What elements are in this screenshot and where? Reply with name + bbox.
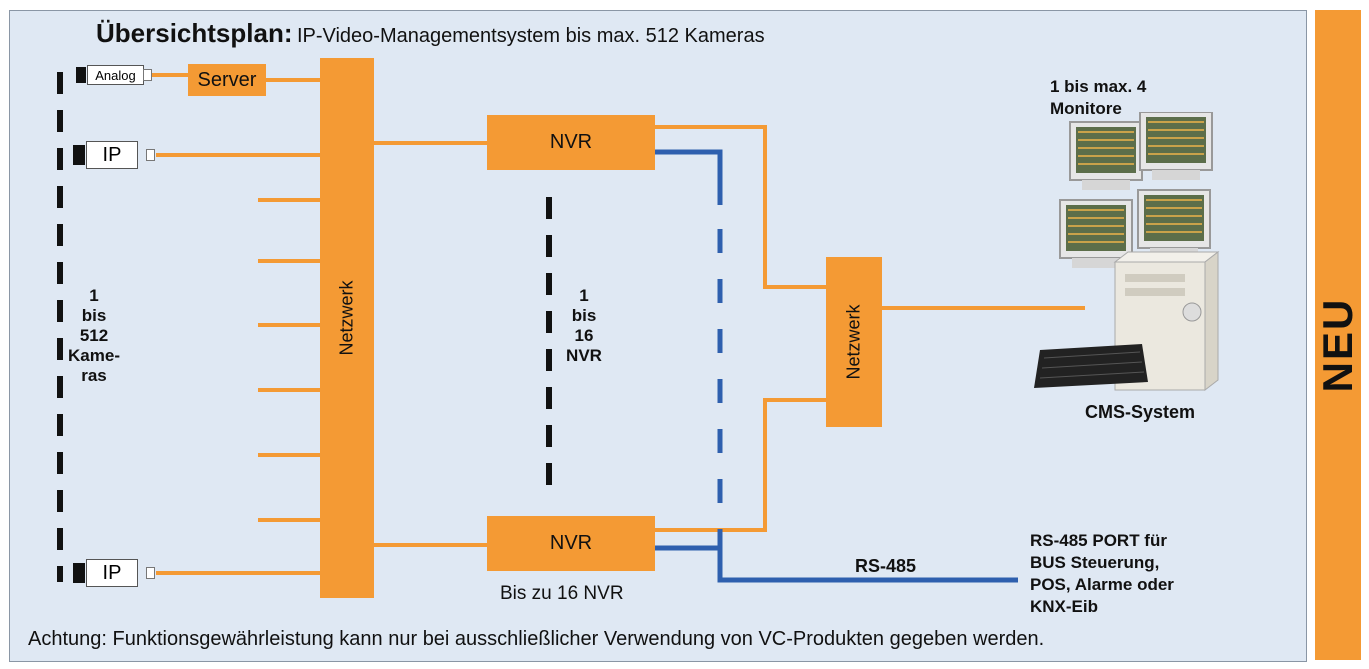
- pc-tower-icon: [1113, 250, 1220, 392]
- nvr-top-box: NVR: [487, 115, 655, 170]
- diagram-title: Übersichtsplan: IP-Video-Managementsyste…: [96, 18, 765, 49]
- nvr-top-rs485-line: [655, 149, 723, 205]
- cms-workstation-illustration: [1034, 112, 1220, 392]
- rs485-port-line: RS-485 PORT für: [1030, 531, 1167, 550]
- title-rest: IP-Video-Managementsystem bis max. 512 K…: [296, 25, 765, 47]
- nvr-caption: Bis zu 16 NVR: [500, 583, 624, 604]
- title-bold: Übersichtsplan:: [96, 18, 293, 48]
- ip-camera-top: IP: [86, 141, 138, 169]
- camera-range-line: ras: [81, 366, 107, 385]
- camera-range-line: 512: [79, 326, 109, 345]
- rs485-port-label: RS-485 PORT für BUS Steuerung, POS, Alar…: [1030, 530, 1174, 618]
- neu-badge-label: NEU: [1314, 297, 1361, 393]
- ip-camera-top-lens: [146, 149, 155, 161]
- nvr-range-line: 16: [574, 326, 594, 345]
- footer-note: Achtung: Funktionsgewährleistung kann nu…: [28, 628, 1045, 650]
- cms-network-box: [826, 257, 882, 427]
- monitors-label-line: 1 bis max. 4: [1050, 77, 1147, 96]
- diagram-panel: [9, 10, 1307, 662]
- nvr-bottom-box: NVR: [487, 516, 655, 571]
- nvr-top-to-cms-network-line: [655, 125, 826, 289]
- main-network-label: Netzwerk: [336, 280, 357, 356]
- camera-range-line: Kame-: [68, 346, 120, 365]
- monitor-icon: [1137, 189, 1211, 258]
- monitor-icon: [1069, 121, 1143, 190]
- server-box: Server: [188, 64, 266, 96]
- ip-camera-bottom-back: [73, 563, 85, 583]
- cms-network-label: Netzwerk: [843, 304, 864, 380]
- camera-range-line: 1: [89, 286, 99, 305]
- analog-camera-back: [76, 67, 86, 83]
- monitor-icon: [1059, 199, 1133, 268]
- camera-range-line: bis: [81, 306, 107, 325]
- rs485-port-line: KNX-Eib: [1030, 597, 1098, 616]
- nvr-top-label: NVR: [549, 131, 593, 153]
- nvr-range-line: bis: [571, 306, 597, 325]
- neu-badge-bar: [1315, 10, 1361, 660]
- rs485-port-line: POS, Alarme oder: [1030, 575, 1174, 594]
- ip-camera-top-back: [73, 145, 85, 165]
- ip-camera-bottom: IP: [86, 559, 138, 587]
- nvr-bottom-label: NVR: [549, 532, 593, 554]
- nvr-range-line: 1: [579, 286, 589, 305]
- main-network-box: [320, 58, 374, 598]
- monitors-label-line: Monitore: [1050, 99, 1122, 118]
- nvr-range-label: 1 bis 16 NVR: [562, 286, 606, 366]
- rs485-port-line: BUS Steuerung,: [1030, 553, 1160, 572]
- rs485-label: RS-485: [855, 556, 917, 576]
- analog-camera: Analog: [87, 65, 144, 85]
- nvr-bottom-to-cms-network-line: [655, 398, 826, 532]
- camera-range-label: 1 bis 512 Kame- ras: [68, 286, 120, 386]
- cms-label: CMS-System: [1085, 402, 1196, 422]
- monitors-label: 1 bis max. 4 Monitore: [1050, 76, 1146, 120]
- ip-camera-bottom-lens: [146, 567, 155, 579]
- rs485-bus-line: [655, 545, 1018, 583]
- monitor-icon: [1139, 112, 1213, 180]
- nvr-range-line: NVR: [566, 346, 602, 365]
- analog-camera-lens: [143, 69, 152, 81]
- keyboard-icon: [1034, 344, 1148, 388]
- server-label: Server: [197, 68, 257, 91]
